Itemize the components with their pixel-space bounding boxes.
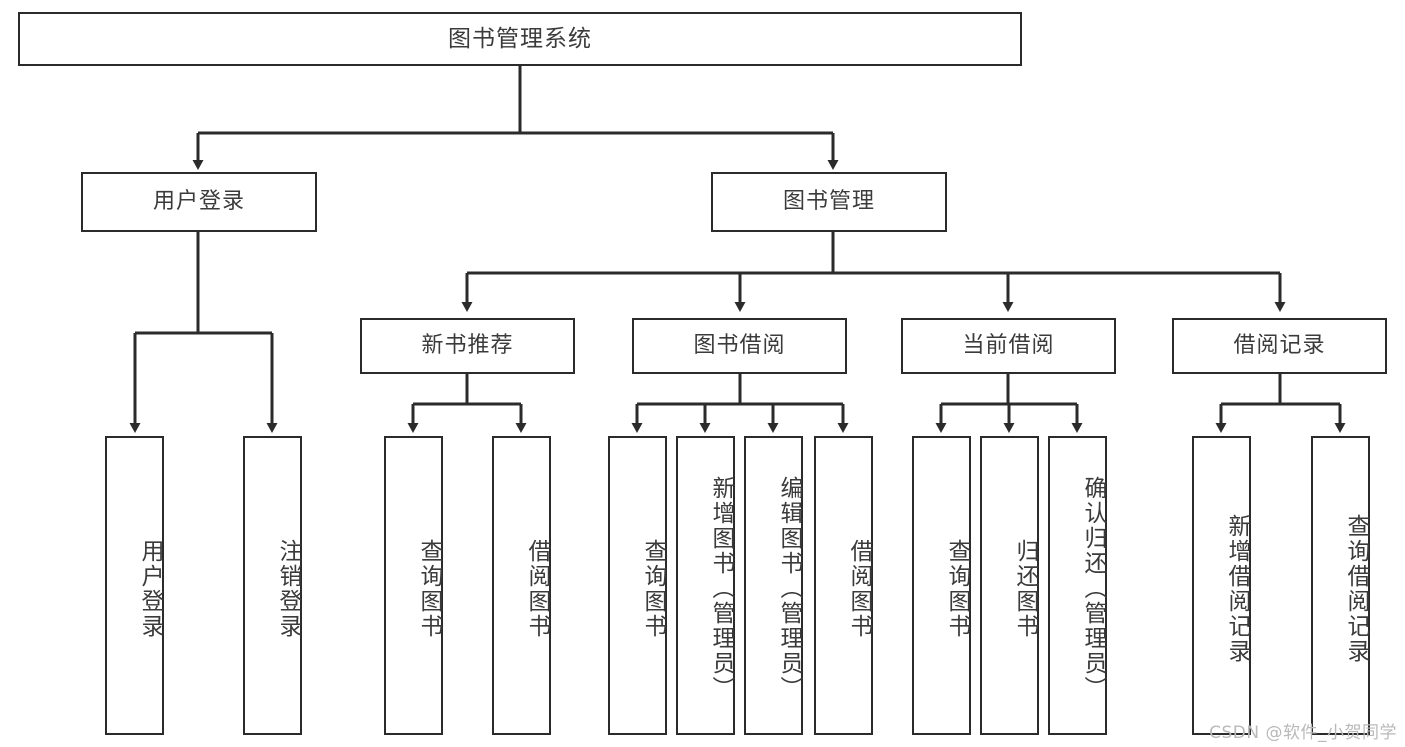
node-label: 用户登录	[137, 538, 163, 639]
node-root-book-management-system[interactable]: 图书管理系统	[18, 12, 1022, 66]
node-label: 新增图书（管理员）	[708, 476, 734, 701]
node-label: 查询图书	[944, 538, 970, 639]
node-label: 用户登录	[152, 189, 245, 215]
node-label: 新增借阅记录	[1224, 513, 1250, 664]
node-leaf-return-book[interactable]: 归还图书	[980, 436, 1039, 735]
node-leaf-borrow-book[interactable]: 借阅图书	[814, 436, 873, 735]
node-book-borrow[interactable]: 图书借阅	[632, 318, 847, 374]
node-leaf-edit-book-admin[interactable]: 编辑图书（管理员）	[744, 436, 803, 735]
node-label: 确认归还（管理员）	[1080, 476, 1106, 701]
node-label: 查询图书	[640, 538, 666, 639]
node-label: 图书管理系统	[448, 25, 592, 52]
node-leaf-query-book-current[interactable]: 查询图书	[912, 436, 971, 735]
csdn-watermark: CSDN @软件_小贺同学	[1209, 723, 1397, 743]
node-current-borrow[interactable]: 当前借阅	[901, 318, 1116, 374]
node-label: 查询借阅记录	[1343, 513, 1369, 664]
node-leaf-borrow-book-recommend[interactable]: 借阅图书	[492, 436, 551, 735]
node-leaf-logout[interactable]: 注销登录	[243, 436, 302, 735]
node-label: 新书推荐	[421, 333, 514, 359]
node-leaf-confirm-return-admin[interactable]: 确认归还（管理员）	[1048, 436, 1107, 735]
node-borrow-record[interactable]: 借阅记录	[1172, 318, 1387, 374]
node-leaf-query-book-recommend[interactable]: 查询图书	[384, 436, 443, 735]
node-label: 当前借阅	[962, 333, 1055, 359]
node-label: 编辑图书（管理员）	[776, 476, 802, 701]
node-label: 注销登录	[275, 538, 301, 639]
node-leaf-query-borrow-record[interactable]: 查询借阅记录	[1311, 436, 1370, 735]
node-label: 归还图书	[1012, 538, 1038, 639]
node-new-book-recommend[interactable]: 新书推荐	[360, 318, 575, 374]
node-label: 借阅记录	[1233, 333, 1326, 359]
node-label: 图书管理	[782, 189, 875, 215]
node-label: 查询图书	[416, 538, 442, 639]
node-leaf-add-borrow-record[interactable]: 新增借阅记录	[1192, 436, 1251, 735]
node-leaf-add-book-admin[interactable]: 新增图书（管理员）	[676, 436, 735, 735]
node-book-management[interactable]: 图书管理	[711, 172, 947, 232]
node-leaf-user-login[interactable]: 用户登录	[105, 436, 164, 735]
node-label: 图书借阅	[693, 333, 786, 359]
node-leaf-query-book-borrow[interactable]: 查询图书	[608, 436, 667, 735]
node-user-login[interactable]: 用户登录	[81, 172, 317, 232]
node-label: 借阅图书	[524, 538, 550, 639]
node-label: 借阅图书	[846, 538, 872, 639]
